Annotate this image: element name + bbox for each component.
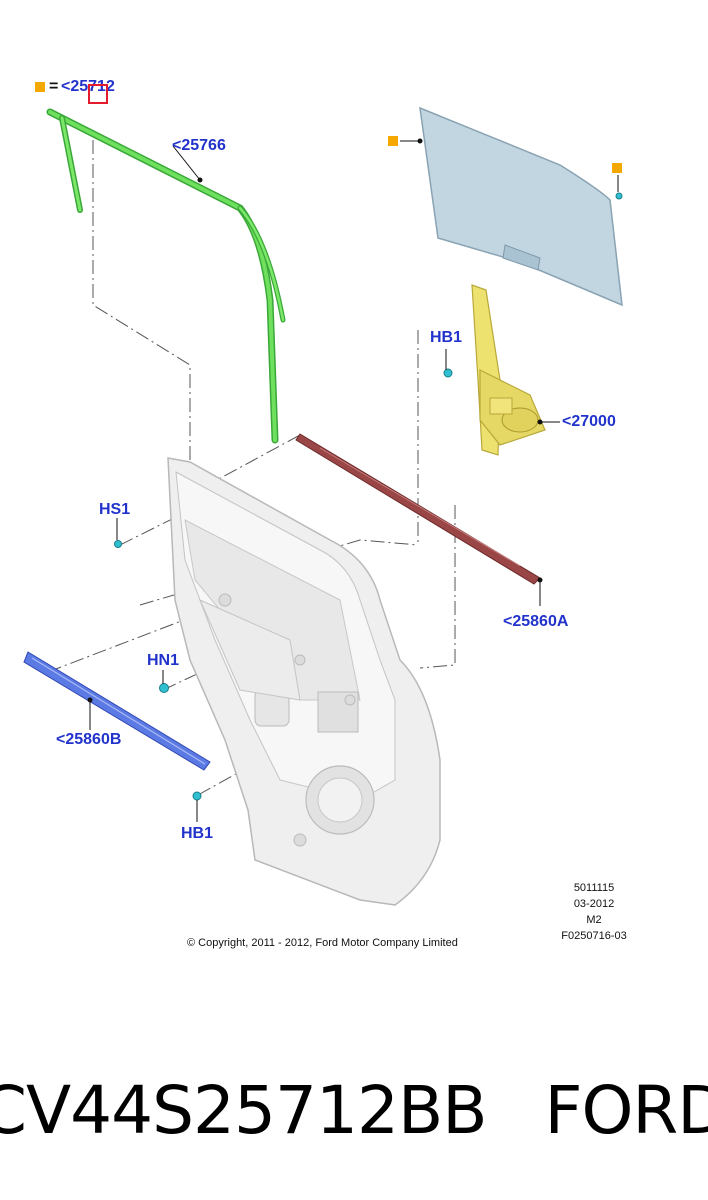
callout-hn1[interactable]: HN1	[147, 652, 180, 669]
callout-hb1-bottom[interactable]: HB1	[181, 825, 214, 842]
callout-outer-moulding[interactable]: <25860A	[503, 613, 569, 630]
fasteners	[114, 192, 623, 801]
bolt-hb1-top-icon	[443, 368, 453, 378]
outer-belt-moulding	[295, 433, 541, 585]
callout-regulator[interactable]: <27000	[562, 413, 616, 430]
leader-lines	[89, 140, 619, 822]
window-regulator	[471, 284, 546, 456]
glass-clip-icon	[615, 192, 623, 200]
glass-marker-icon	[388, 136, 398, 146]
leader-dots	[87, 138, 543, 703]
selected-part-highlight[interactable]	[88, 84, 108, 104]
legend-code-link[interactable]: <25712	[61, 78, 115, 95]
drawing-code-line: F0250716-03	[561, 930, 627, 942]
bolt-hb1-bottom-icon	[192, 791, 202, 801]
drawing-code-line: 03-2012	[573, 898, 615, 910]
drawing-code-block: 5011115 03-2012 M2 F0250716-03	[556, 880, 632, 944]
nut-hn1-icon	[159, 683, 169, 693]
callout-hs1[interactable]: HS1	[99, 501, 131, 518]
drawing-code-line: M2	[586, 914, 602, 926]
glass-run-channel	[46, 108, 286, 444]
part-number: CV44S25712BB	[0, 1071, 488, 1149]
callout-hb1-top[interactable]: HB1	[430, 329, 463, 346]
inner-belt-moulding	[23, 651, 211, 771]
part-caption: CV44S25712BB FORD	[0, 1060, 708, 1160]
screw-hs1-icon	[114, 540, 122, 548]
legend-equals: =	[49, 78, 59, 95]
exploded-parts-diagram	[23, 106, 623, 906]
glass-clip-marker-icon	[612, 163, 622, 173]
brand-name: FORD	[544, 1071, 708, 1149]
door-glass	[419, 106, 623, 307]
callout-glass-run[interactable]: <25766	[172, 137, 226, 154]
drawing-code-line: 5011115	[573, 882, 615, 894]
callout-inner-moulding[interactable]: <25860B	[56, 731, 122, 748]
door-inner-panel	[167, 457, 441, 906]
copyright-notice: © Copyright, 2011 - 2012, Ford Motor Com…	[187, 937, 458, 949]
legend-marker-icon	[35, 82, 45, 92]
